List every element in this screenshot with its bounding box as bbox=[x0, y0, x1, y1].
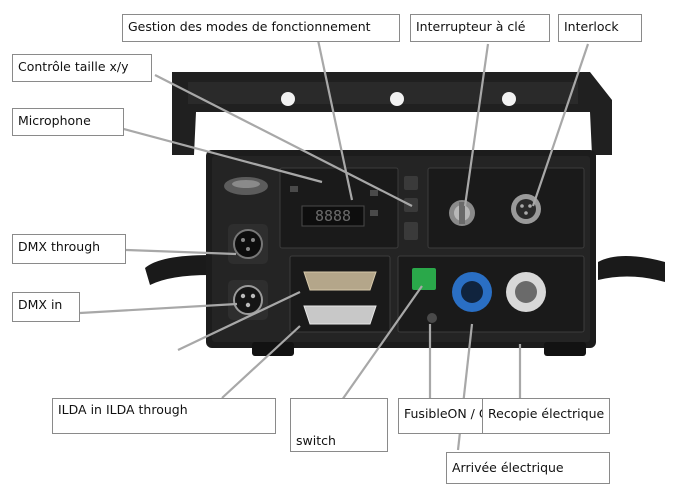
panel-button bbox=[290, 186, 298, 192]
panel-button bbox=[370, 190, 378, 196]
ilda-through-db25-connector-icon bbox=[303, 271, 377, 291]
leader-line-ilda-in bbox=[221, 325, 301, 399]
label-switch: switch bbox=[290, 398, 388, 452]
bracket-hole-icon bbox=[390, 92, 404, 106]
leader-line-size-control bbox=[154, 74, 413, 207]
label-interlock: Interlock bbox=[558, 14, 642, 42]
label-dmx-in: DMX in bbox=[12, 292, 80, 322]
bracket-hole-icon bbox=[281, 92, 295, 106]
leader-line-modes bbox=[316, 39, 354, 201]
interlock-connector-icon bbox=[511, 194, 541, 224]
device-foot bbox=[252, 342, 294, 356]
leader-line-microphone bbox=[119, 126, 323, 184]
label-key-switch: Interrupteur à clé bbox=[410, 14, 550, 42]
dmx-through-xlr-connector-icon bbox=[228, 224, 268, 264]
power-copy-powercon-connector-icon bbox=[506, 272, 546, 312]
panel-button bbox=[370, 210, 378, 216]
label-fuse-onoff: FusibleON / OFF bbox=[398, 398, 503, 434]
label-microphone: Microphone bbox=[12, 108, 124, 136]
size-control-knob bbox=[404, 176, 418, 190]
leader-line-ilda-through bbox=[177, 291, 301, 351]
device-foot bbox=[544, 342, 586, 356]
label-ilda: ILDA in ILDA through bbox=[52, 398, 276, 434]
label-power-in: Arrivée électrique bbox=[446, 452, 610, 484]
left-cable bbox=[145, 255, 210, 285]
mode-switch bbox=[404, 222, 418, 240]
leader-line-dmx-in bbox=[79, 302, 238, 315]
bracket-hole-icon bbox=[502, 92, 516, 106]
label-power-copy: Recopie électrique bbox=[482, 398, 610, 434]
leader-line-interlock bbox=[531, 43, 590, 207]
leader-line-key-switch bbox=[463, 43, 490, 207]
right-cable bbox=[598, 256, 665, 282]
on-off-switch-icon bbox=[412, 268, 436, 290]
label-size-control: Contrôle taille x/y bbox=[12, 54, 152, 82]
led-display-icon bbox=[301, 205, 365, 227]
display-readout: 8888 bbox=[315, 207, 351, 225]
logo-icon bbox=[224, 177, 268, 195]
label-dmx-through: DMX through bbox=[12, 234, 126, 264]
leader-line-dmx-through bbox=[125, 248, 237, 256]
ilda-in-db25-connector-icon bbox=[303, 305, 377, 325]
dmx-in-xlr-connector-icon bbox=[228, 280, 268, 320]
fuse-holder-icon bbox=[427, 313, 437, 323]
leader-line-switch bbox=[341, 285, 423, 401]
label-modes: Gestion des modes de fonctionnement bbox=[122, 14, 400, 42]
power-in-powercon-connector-icon bbox=[452, 272, 492, 312]
key-switch-icon bbox=[449, 200, 475, 226]
